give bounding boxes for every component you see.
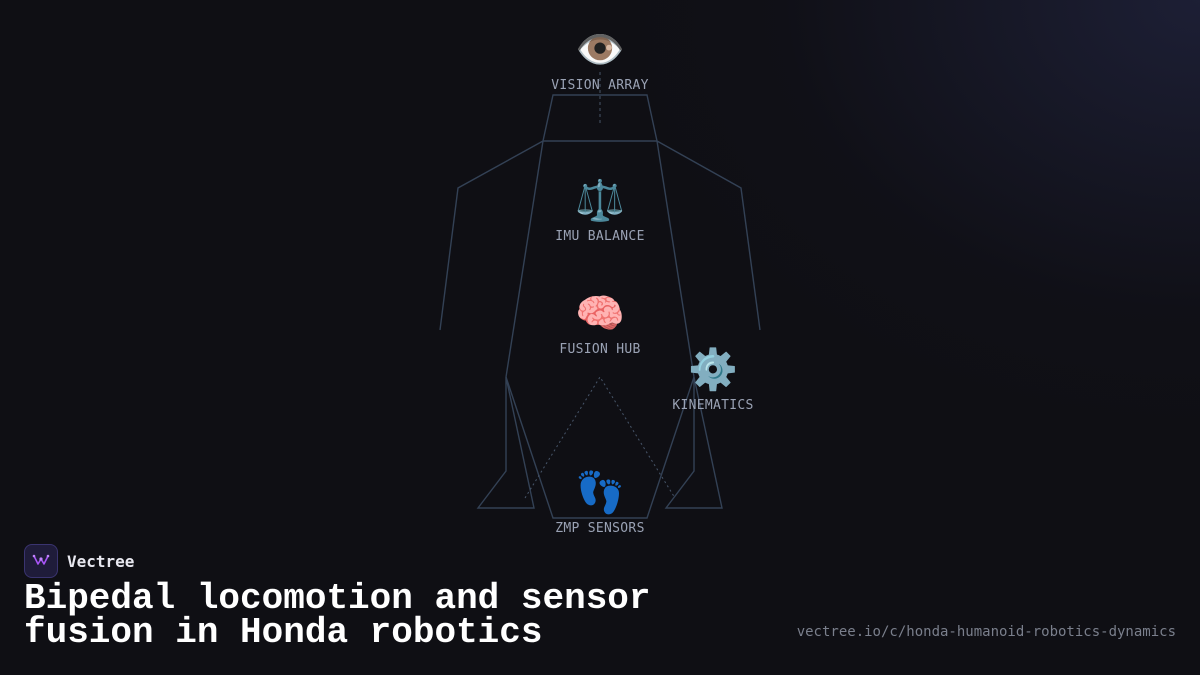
left-arm-outline — [439, 140, 544, 331]
node-fusion-hub: 🧠 FUSION HUB — [520, 292, 680, 357]
footprints-icon: 👣 — [575, 470, 625, 516]
lower-body-outline — [505, 376, 695, 519]
page-title: Bipedal locomotion and sensor fusion in … — [24, 578, 651, 653]
node-label: ZMP SENSORS — [555, 521, 645, 536]
left-leg-outline — [476, 376, 535, 509]
node-vision-array: 👁️ VISION ARRAY — [520, 28, 680, 93]
right-arm-outline — [656, 140, 761, 331]
node-label: VISION ARRAY — [551, 78, 649, 93]
vectree-logo-icon — [24, 544, 58, 578]
node-label: KINEMATICS — [672, 398, 754, 413]
page-url[interactable]: vectree.io/c/honda-humanoid-robotics-dyn… — [796, 624, 1176, 640]
node-zmp-sensors: 👣 ZMP SENSORS — [520, 471, 680, 536]
torso-left — [505, 140, 544, 378]
brain-icon: 🧠 — [575, 291, 625, 337]
node-label: FUSION HUB — [559, 342, 641, 357]
node-kinematics: ⚙️ KINEMATICS — [633, 348, 793, 413]
node-imu-balance: ⚖️ IMU BALANCE — [520, 179, 680, 244]
gear-icon: ⚙️ — [688, 347, 738, 393]
brand-name: Vectree — [67, 551, 135, 571]
right-leg-outline — [664, 376, 723, 509]
node-label: IMU BALANCE — [555, 229, 645, 244]
balance-scale-icon: ⚖️ — [575, 178, 625, 224]
brand[interactable]: Vectree — [24, 544, 134, 578]
eye-icon: 👁️ — [575, 27, 625, 73]
torso-right — [656, 140, 695, 378]
head-outline — [542, 94, 658, 142]
